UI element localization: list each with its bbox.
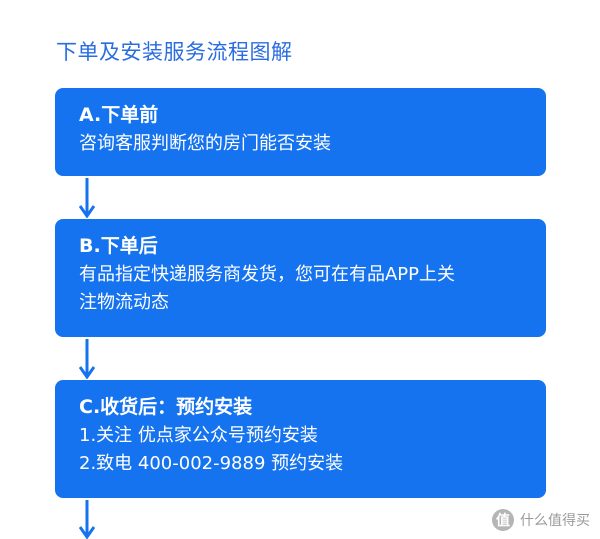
down-arrow-3 <box>79 500 95 539</box>
step-c-line-2: 2.致电 400-002-9889 预约安装 <box>79 453 344 474</box>
step-c-line-1: 1.关注 优点家公众号预约安装 <box>79 425 318 446</box>
step-b-heading: B.下单后 <box>79 235 158 257</box>
diagram-title: 下单及安装服务流程图解 <box>56 40 293 64</box>
step-b-box: B.下单后 有品指定快递服务商发货，您可在有品APP上关 注物流动态 <box>55 219 546 337</box>
step-c-heading: C.收货后：预约安装 <box>79 396 253 418</box>
step-a-line-1: 咨询客服判断您的房门能否安装 <box>79 133 331 154</box>
watermark-badge-icon: 值 <box>492 509 514 531</box>
down-arrow-2 <box>79 339 95 379</box>
watermark: 值 什么值得买 <box>492 509 590 531</box>
step-b-line-1: 有品指定快递服务商发货，您可在有品APP上关 <box>79 264 456 285</box>
step-b-line-2: 注物流动态 <box>79 292 169 313</box>
watermark-text: 什么值得买 <box>520 513 590 529</box>
step-a-heading: A.下单前 <box>79 104 159 126</box>
step-a-box: A.下单前 咨询客服判断您的房门能否安装 <box>55 88 546 176</box>
down-arrow-1 <box>79 178 95 218</box>
step-c-box: C.收货后：预约安装 1.关注 优点家公众号预约安装 2.致电 400-002-… <box>55 380 546 498</box>
